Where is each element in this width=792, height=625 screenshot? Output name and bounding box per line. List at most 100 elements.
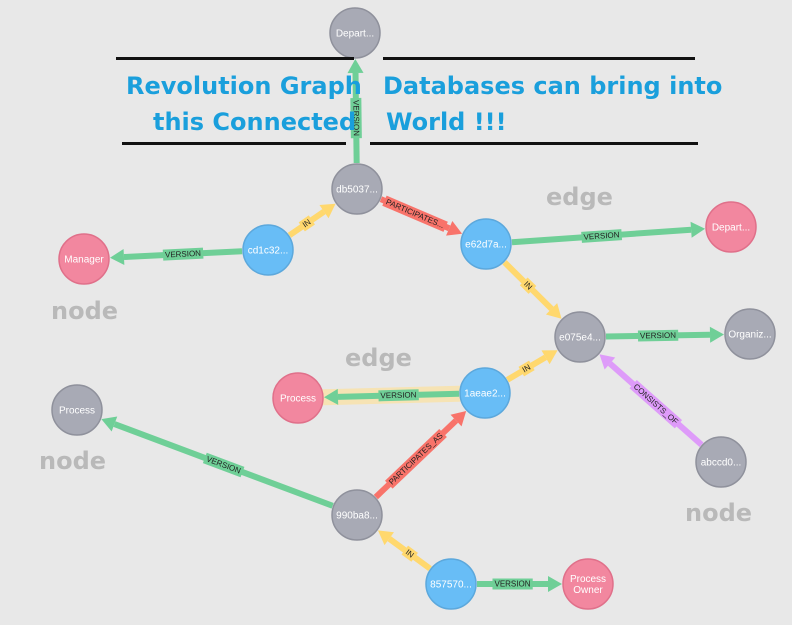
node-manager[interactable]: Manager — [58, 233, 110, 285]
edge-label: VERSION — [583, 230, 620, 241]
node-db5037[interactable]: db5037... — [331, 163, 383, 215]
edge-label: IN — [301, 217, 313, 229]
node-label: 857570... — [430, 580, 472, 591]
node-abccd0[interactable]: abccd0... — [695, 436, 747, 488]
node-label: abccd0... — [701, 458, 742, 469]
edge-label: PARTICIPATES_AS — [387, 431, 445, 486]
edge-label: CONSISTS_OF — [632, 382, 680, 426]
edge-arrowhead — [709, 326, 725, 343]
node-label: Depart... — [712, 223, 750, 234]
node-e62d7a[interactable]: e62d7a... — [460, 218, 512, 270]
node-label: Organiz... — [728, 330, 771, 341]
edge-label: IN — [404, 548, 416, 560]
node-label: Process — [280, 394, 316, 405]
edge-arrowhead — [377, 530, 394, 546]
edge-arrowhead — [446, 220, 463, 236]
edge-arrowhead — [319, 203, 336, 219]
node-label: cd1c32... — [248, 246, 289, 257]
node-process_pink[interactable]: Process — [272, 372, 324, 424]
edge-label-background — [629, 379, 683, 429]
edge-1aeae2-to-process_pink[interactable]: VERSION — [315, 385, 468, 406]
headline-line2-left: this Connected — [153, 108, 357, 136]
node-circle — [329, 7, 381, 59]
edge-arrowhead — [450, 410, 467, 427]
annotation-edge-middle: edge — [345, 344, 412, 372]
edge-label-background — [637, 329, 679, 342]
headline-divider-bottom-left — [122, 142, 346, 145]
edge-abccd0-to-e075e4[interactable]: CONSISTS_OF — [599, 354, 704, 447]
node-dept_right[interactable]: Depart... — [705, 201, 757, 253]
node-label: 1aeae2... — [464, 389, 506, 400]
node-circle — [724, 308, 776, 360]
annotation-node-left-top: node — [51, 297, 119, 325]
edge-label: IN — [521, 363, 533, 375]
edge-arrowhead — [545, 303, 562, 319]
edge-990ba8-to-1aeae2[interactable]: PARTICIPATES_AS — [373, 410, 467, 500]
edge-857570-to-990ba8[interactable]: IN — [377, 530, 432, 572]
annotation-edge-top: edge — [546, 183, 613, 211]
node-process_gray[interactable]: Process — [51, 384, 103, 436]
annotation-node-bottom-right: node — [685, 499, 753, 527]
edge-db5037-to-e62d7a[interactable]: PARTICIPATES... — [379, 195, 463, 236]
headline-divider-top-right — [383, 57, 695, 60]
node-circle — [460, 218, 512, 270]
edge-990ba8-to-process_gray[interactable]: VERSION — [101, 416, 334, 509]
edge-e075e4-to-organiz[interactable]: VERSION — [605, 326, 725, 343]
edge-arrowhead — [541, 350, 558, 365]
headline-line1-left: Revolution Graph — [126, 72, 362, 100]
edge-label-background — [298, 215, 315, 232]
node-990ba8[interactable]: 990ba8... — [331, 489, 383, 541]
edge-label: VERSION — [494, 580, 530, 589]
edge-label-background — [518, 360, 535, 377]
edge-label: VERSION — [351, 100, 360, 136]
headline-line2-right: World !!! — [386, 108, 507, 136]
node-circle — [51, 384, 103, 436]
edge-e62d7a-to-dept_right[interactable]: VERSION — [511, 221, 706, 246]
edge-arrowhead — [347, 58, 364, 74]
node-organiz[interactable]: Organiz... — [724, 308, 776, 360]
node-label: e62d7a... — [465, 240, 507, 251]
edge-cd1c32-to-manager[interactable]: VERSION — [109, 247, 243, 266]
node-dept_top[interactable]: Depart... — [329, 7, 381, 59]
edge-arrowhead — [690, 221, 706, 238]
edge-arrowhead — [548, 576, 562, 592]
node-circle — [459, 367, 511, 419]
edge-e62d7a-to-e075e4[interactable]: IN — [502, 260, 562, 319]
edge-cd1c32-to-db5037[interactable]: IN — [287, 203, 336, 238]
node-circle — [695, 436, 747, 488]
edge-arrowhead — [323, 388, 339, 405]
edge-label-background — [401, 545, 418, 562]
edge-db5037-to-dept_top[interactable]: VERSION — [347, 58, 364, 164]
node-label: Process — [59, 406, 95, 417]
edge-label: PARTICIPATES... — [385, 197, 446, 230]
edge-label-background — [378, 389, 419, 402]
edge-layer: VERSION IN VERSION PARTICIPATES... VERSION IN… — [101, 58, 725, 592]
headline-divider-bottom-right — [370, 142, 698, 145]
node-1aeae2[interactable]: 1aeae2... — [459, 367, 511, 419]
edge-label-background — [162, 247, 204, 261]
edge-arrowhead — [101, 416, 118, 432]
node-e075e4[interactable]: e075e4... — [554, 311, 606, 363]
node-circle — [705, 201, 757, 253]
node-label: e075e4... — [559, 333, 601, 344]
node-circle — [331, 489, 383, 541]
headline-line1-right: Databases can bring into — [383, 72, 723, 100]
edge-arrowhead — [599, 354, 616, 370]
edge-label-background — [581, 229, 623, 243]
edge-arrowhead — [109, 249, 125, 266]
node-cd1c32[interactable]: cd1c32... — [242, 224, 294, 276]
node-label: 990ba8... — [336, 511, 378, 522]
edge-857570-to-process_owner[interactable]: VERSION — [477, 576, 562, 592]
edge-label-background — [384, 428, 447, 489]
edge-1aeae2-to-e075e4[interactable]: IN — [505, 350, 558, 383]
node-circle — [58, 233, 110, 285]
annotation-node-left-bottom: node — [39, 447, 107, 475]
headline-divider-top-left — [116, 57, 354, 60]
node-layer: Depart... db5037... cd1c32... Manager e62d7a… — [51, 7, 776, 610]
node-857570[interactable]: 857570... — [425, 558, 477, 610]
edge-label-background — [492, 578, 533, 590]
edge-label-background — [202, 452, 245, 478]
